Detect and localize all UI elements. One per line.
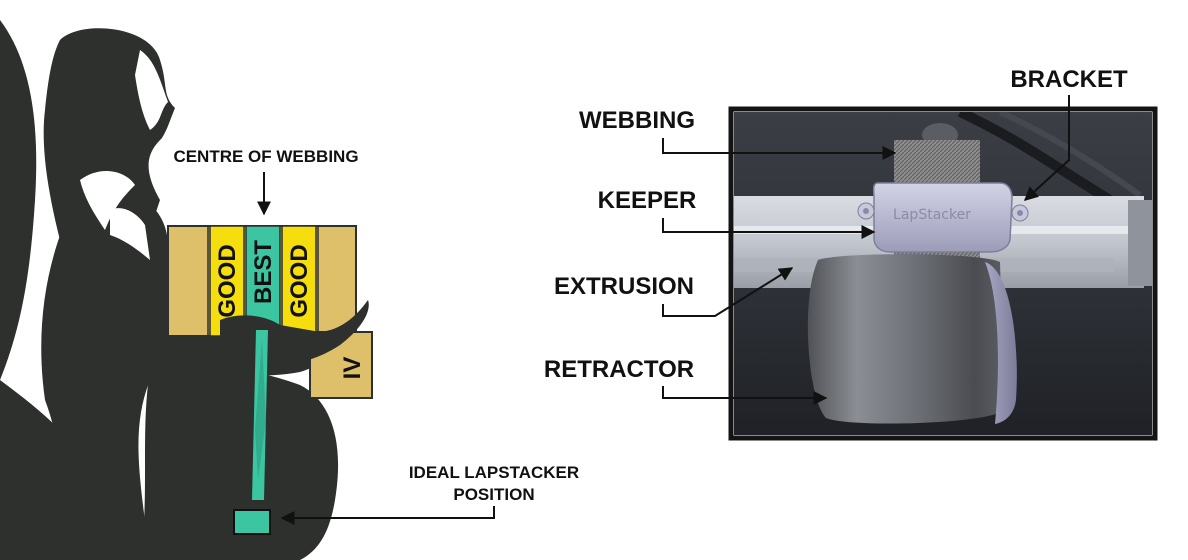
position-board: GOOD BEST GOOD (167, 225, 357, 337)
arrow-keeper (662, 218, 876, 239)
label-retractor: RETRACTOR (544, 356, 694, 383)
label-extrusion: EXTRUSION (554, 273, 694, 300)
webbing-strap (252, 330, 268, 500)
arrow-extrusion (662, 267, 794, 317)
retractor-unit (807, 254, 1017, 424)
callout-centre-of-webbing: CENTRE OF WEBBING (173, 147, 358, 166)
callout-ideal-arrow (280, 506, 495, 525)
lapstacker-marker (233, 509, 271, 535)
arrow-webbing (662, 138, 897, 160)
component-photo: LapStacker (734, 112, 1152, 435)
label-bracket: BRACKET (1010, 66, 1128, 93)
label-keeper: KEEPER (598, 187, 697, 214)
brand-logo: LapStacker (893, 207, 971, 223)
webbing-photo (894, 140, 980, 188)
good-label-right: GOOD (286, 244, 313, 317)
callout-ideal-line1: IDEAL LAPSTACKER (409, 463, 579, 482)
label-webbing: WEBBING (579, 107, 695, 134)
photo-frame (728, 106, 1158, 441)
plate-mark: IV (339, 357, 366, 380)
arrow-bracket (1023, 95, 1070, 201)
keeper-bracket: LapStacker (857, 182, 1029, 253)
arrow-retractor (662, 386, 828, 405)
person-silhouette (0, 20, 368, 560)
best-label: BEST (250, 240, 277, 304)
good-zone-right (281, 225, 317, 337)
good-label-left: GOOD (214, 244, 241, 317)
callout-ideal-line2: POSITION (453, 485, 534, 504)
